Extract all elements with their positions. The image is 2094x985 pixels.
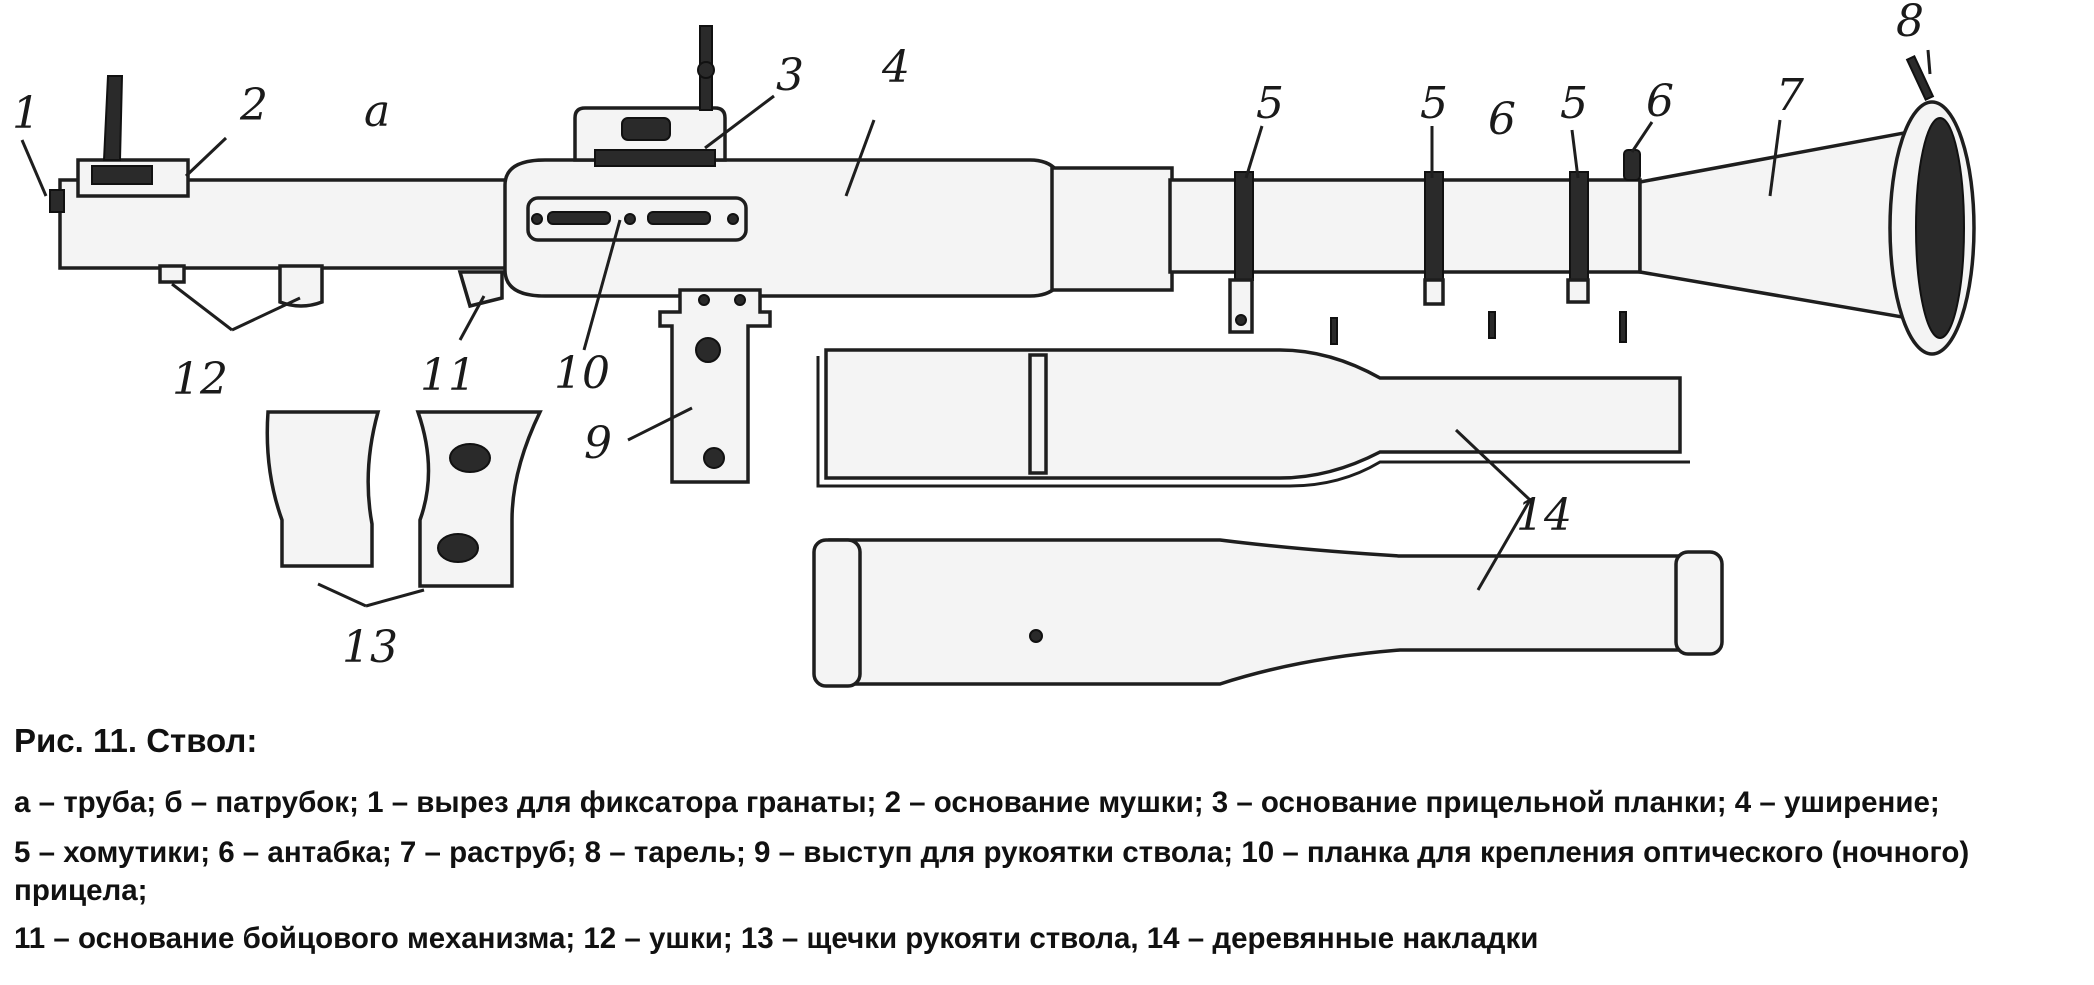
flare [1638,127,1922,323]
label-3: 3 [776,50,804,101]
clamps [1228,171,1590,334]
label-7: 7 [1776,70,1804,121]
optic-mount-plate [526,196,748,242]
leader-lines [20,49,1932,608]
label-13: 13 [342,622,398,673]
barrel-diagram: а 1 2 3 4 5 5 5 6 6 7 8 9 10 11 12 13 14 [12,0,1976,688]
front-sight-base [76,75,190,198]
grip-cheeks [265,410,543,588]
label-14: 14 [1516,490,1572,541]
firing-mechanism-base [457,270,504,309]
grip-cheek-ribbed [265,410,381,568]
grenade-latch-notch [49,189,65,213]
label-5-second: 5 [1420,78,1448,129]
handle-projection [658,288,772,484]
figure-caption-line-2: 5 – хомутики; 6 – антабка; 7 – раструб; … [14,836,1970,907]
label-9: 9 [584,418,612,469]
rear-sight-base [573,25,727,167]
label-8: 8 [1896,0,1924,47]
label-5-third: 5 [1560,78,1588,129]
barrel-assembly [49,25,1976,484]
wooden-cover-bottom [812,538,1724,688]
figure-caption-title: Рис. 11. Ствол: [14,722,258,759]
label-6-first: 6 [1488,94,1516,145]
figure-caption-line-1: а – труба; б – патрубок; 1 – вырез для ф… [14,786,1940,819]
label-5-first: 5 [1256,78,1284,129]
label-10: 10 [554,348,610,399]
lugs [158,264,324,308]
pins [1330,311,1627,345]
label-4: 4 [881,42,910,93]
wooden-cover-top [816,348,1690,488]
part-labels: а 1 2 3 4 5 5 5 6 6 7 8 9 10 11 12 13 14 [12,0,1924,673]
label-1: 1 [12,88,40,139]
figure-caption-line-3: 11 – основание бойцового механизма; 12 –… [14,922,1539,955]
sling-swivel [1623,149,1641,181]
label-2: 2 [239,80,268,131]
label-a: а [364,86,390,137]
grip-cheek-inner [415,410,543,588]
label-6-second: 6 [1646,76,1674,127]
end-plate [1888,55,1976,356]
label-11: 11 [420,350,476,401]
label-12: 12 [172,354,228,405]
transition-ring [1050,166,1174,292]
